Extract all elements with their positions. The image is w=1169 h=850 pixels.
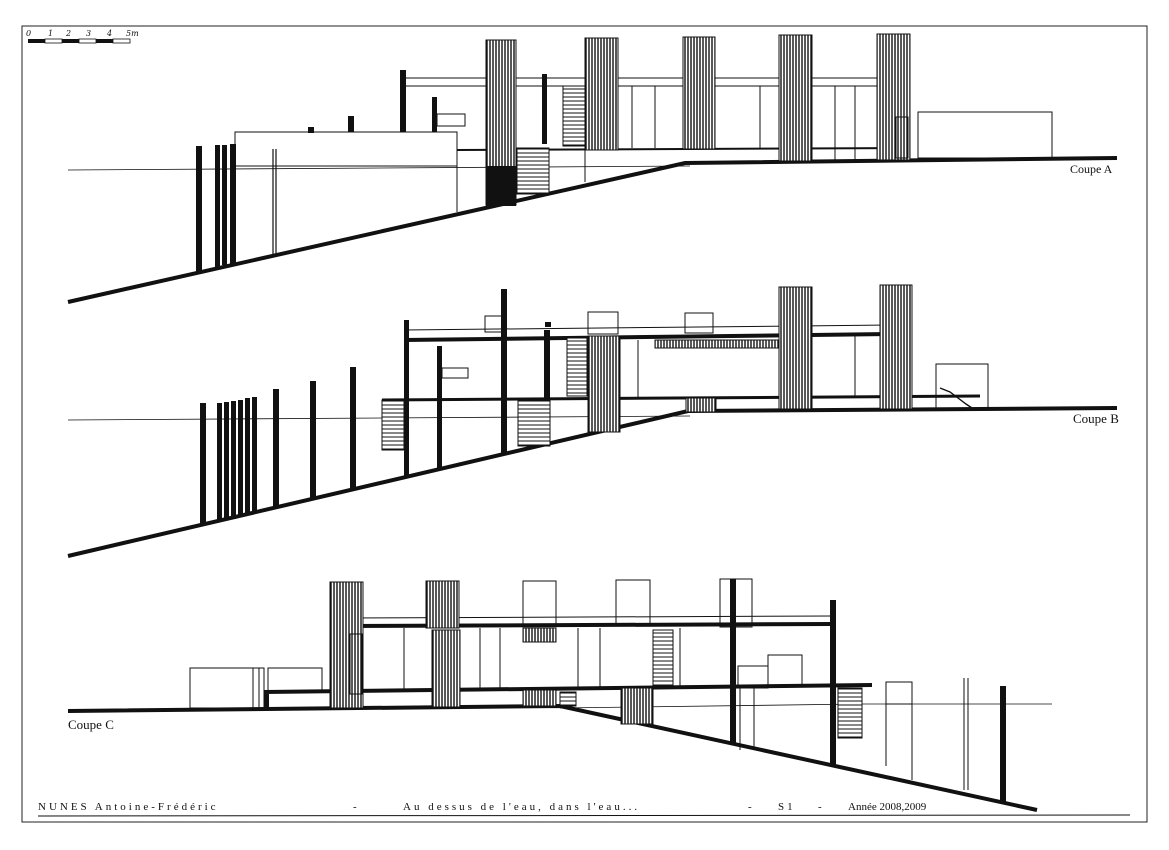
footer-rule	[37, 814, 1131, 817]
separator: -	[353, 801, 357, 813]
section-a	[67, 33, 1118, 304]
scale-tick-0: 0	[26, 29, 31, 38]
separator: -	[748, 801, 752, 813]
scale-tick-3: 3	[86, 29, 91, 38]
section-b	[67, 284, 1118, 558]
separator: -	[818, 801, 822, 813]
scale-bar: 0 1 2 3 4 5m	[26, 29, 139, 44]
semester: S1	[778, 801, 796, 813]
section-c-label: Coupe C	[68, 717, 114, 732]
section-a-label: Coupe A	[1070, 162, 1113, 176]
section-a-datum-line	[67, 165, 691, 171]
section-b-datum-line	[67, 415, 691, 421]
scale-tick-4: 4	[106, 29, 112, 38]
section-c	[67, 578, 1052, 812]
scale-tick-2: 2	[65, 29, 71, 38]
scale-tick-1: 1	[48, 29, 53, 38]
academic-year: Année 2008,2009	[848, 801, 927, 813]
scale-tick-5: 5m	[126, 29, 139, 38]
section-a-ground	[67, 156, 1118, 304]
author-name: NUNES Antoine-Frédéric	[38, 801, 219, 813]
sheet-frame	[21, 25, 1148, 823]
project-title: Au dessus de l'eau, dans l'eau...	[403, 801, 641, 813]
section-c-ground	[67, 703, 1038, 812]
section-b-label: Coupe B	[1073, 411, 1119, 426]
